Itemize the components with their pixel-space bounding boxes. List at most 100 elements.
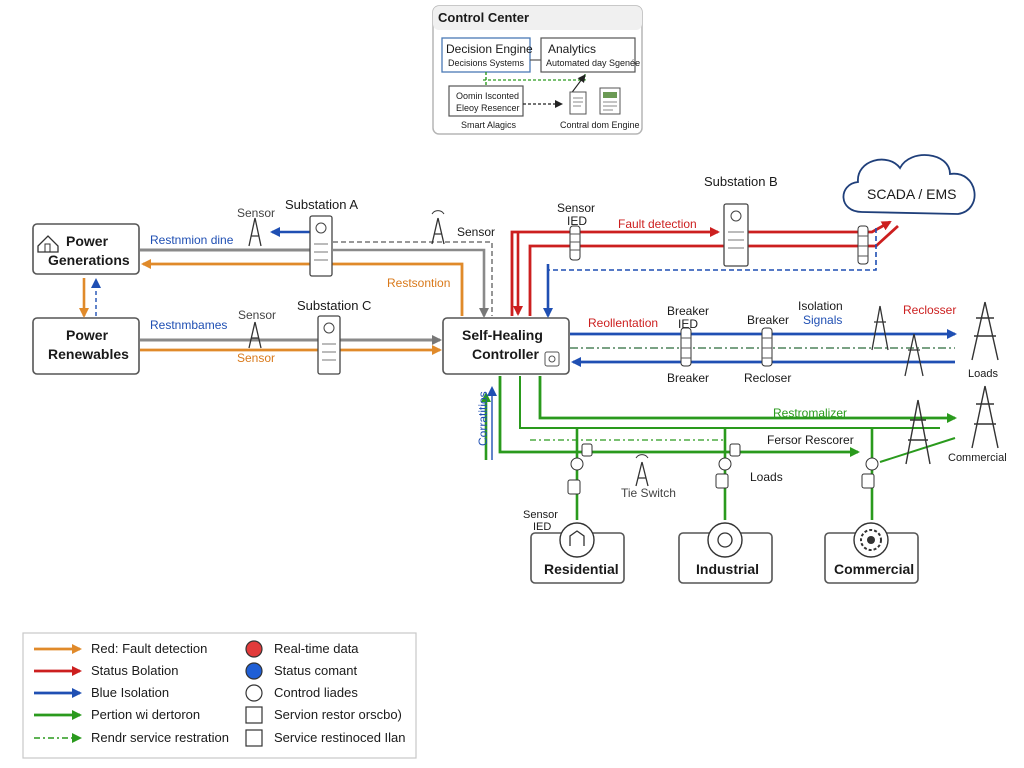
recloser-right-label: Reclosser: [903, 303, 957, 317]
transmission-tower-icon: [905, 399, 931, 465]
tie-switch-label: Tie Switch: [621, 486, 676, 500]
sensor-tower-icon: [431, 210, 445, 245]
load-sensor-icon: [581, 443, 593, 457]
recloser-node: [761, 327, 773, 367]
sensor-tower-icon: [248, 217, 262, 247]
legend-line-swatches: [34, 644, 82, 743]
red-line-fault-2: [748, 220, 892, 234]
sensor-ied-res-label-1: Sensor: [523, 509, 558, 521]
sensor-tower-icon: [248, 321, 262, 349]
breaker-ied-label-1: Breaker: [667, 304, 710, 318]
sensor-restorer-label: Fersor Rescorer: [767, 433, 854, 447]
transmission-tower-icon: [971, 385, 999, 449]
substation-c-device: [317, 315, 341, 375]
substation-a-label: Substation A: [285, 197, 358, 212]
commercial-label: Commercial: [834, 561, 915, 577]
restoration-label: Restsontion: [387, 276, 451, 290]
legend-marker-swatches: [245, 640, 263, 747]
communications-label: Corratitios: [476, 391, 490, 446]
control-center-title: Control Center: [438, 10, 529, 25]
power-generation-line-1: Power: [66, 233, 109, 249]
smart-label: Smart Alagics: [461, 120, 517, 130]
red-line-fault-1: [510, 227, 720, 316]
legend-marker-swatch: [245, 640, 263, 658]
legend-marker-label: Controd liades: [274, 685, 358, 700]
sensor-c2-label: Sensor: [237, 351, 276, 365]
blue-dashed-scada: [548, 228, 877, 271]
optimization-line-2: Eleoy Resencer: [456, 103, 520, 113]
load-sensor-icon: [567, 479, 581, 495]
green-line-main: [538, 376, 957, 423]
transmission-tower-icon: [904, 333, 924, 377]
orange-line-restoration: [141, 259, 464, 316]
isolation-label-2: Signals: [803, 313, 843, 327]
legend-marker-label: Status comant: [274, 663, 358, 678]
substation-b-label: Substation B: [704, 174, 778, 189]
reallocation-label: Reollentation: [588, 316, 659, 330]
legend-line-label: Red: Fault detection: [91, 641, 208, 656]
sensor-top-label: Sensor: [457, 225, 496, 239]
power-renewables-line-2: Renewables: [48, 346, 129, 362]
power-generation-box: [32, 223, 140, 275]
legend-marker-label: Service restinoced Ilan: [274, 730, 406, 745]
power-generation-line-2: Generations: [48, 252, 130, 268]
substation-b-device: [723, 203, 749, 267]
sensor-ied-res-label-2: IED: [533, 521, 552, 533]
power-renewables-box: [32, 317, 140, 375]
restormalizer-label: Restromalizer: [773, 406, 848, 420]
green-line-to-commercial: [879, 437, 956, 463]
power-renewables-line-1: Power: [66, 327, 109, 343]
industrial-label: Industrial: [696, 561, 760, 577]
red-line-fault-3: [528, 224, 899, 316]
legend-line-label: Blue Isolation: [91, 685, 170, 700]
green-dashed-restore: [530, 428, 726, 441]
sensor-ied-node: [569, 225, 581, 261]
green-line-3: [519, 376, 940, 429]
sensor-ied-b-label-2: IED: [567, 214, 588, 228]
breaker-ied-label-2: IED: [678, 317, 699, 331]
residential-icon: [559, 522, 595, 558]
legend-box: [22, 632, 417, 759]
commercial-right-label: Commercial: [948, 452, 1007, 464]
restoration-line-label: Restnmion dine: [150, 233, 234, 247]
breaker-bottom-label: Breaker: [667, 371, 710, 385]
restoration-names-label: Restnmbames: [150, 318, 228, 332]
load-sensor-icon: [715, 473, 729, 489]
legend-line-label: Rendr service restration: [91, 730, 229, 745]
control-center-panel: [432, 5, 643, 135]
loads-right-label: Loads: [968, 368, 998, 380]
sensor-a-label: Sensor: [237, 206, 276, 220]
scada-label: SCADA / EMS: [867, 186, 957, 202]
substation-c-label: Substation C: [297, 298, 372, 313]
recloser-bottom-label: Recloser: [744, 371, 792, 385]
loads-mid-label: Loads: [750, 470, 783, 484]
breaker-ied-node: [680, 327, 692, 367]
sensor-ied-b-label-1: Sensor: [557, 201, 596, 215]
legend-marker-swatch: [245, 684, 263, 702]
optimization-line-1: Oomin Isconted: [456, 91, 520, 101]
house-icon: [37, 235, 59, 253]
gray-line-gen-2: [333, 248, 489, 318]
gray-dashed-top: [333, 241, 493, 316]
legend-marker-label: Servion restor orscbo): [274, 707, 402, 722]
industrial-icon: [707, 522, 743, 558]
isolation-label-1: Isolation: [798, 299, 843, 313]
load-switch-node: [570, 457, 584, 471]
load-switch-node: [865, 457, 879, 471]
control-engine-label: Contral dom Engine: [560, 120, 640, 130]
tie-switch-tower-icon: [635, 454, 649, 487]
load-sensor-icon: [861, 473, 875, 489]
legend-marker-label: Real-time data: [274, 641, 359, 656]
document-icon: [569, 91, 587, 115]
substation-a-device: [309, 215, 333, 277]
load-switch-node: [718, 457, 732, 471]
load-sensor-icon: [729, 443, 741, 457]
analytics-title: Analytics: [548, 42, 597, 56]
analytics-subtitle: Automated day Sgenée: [546, 58, 641, 68]
legend-line-label: Status Bolation: [91, 663, 179, 678]
legend-marker-swatch: [245, 706, 263, 724]
legend-marker-swatch: [245, 729, 263, 747]
transmission-tower-icon: [871, 305, 889, 351]
scada-cloud: [842, 154, 976, 215]
